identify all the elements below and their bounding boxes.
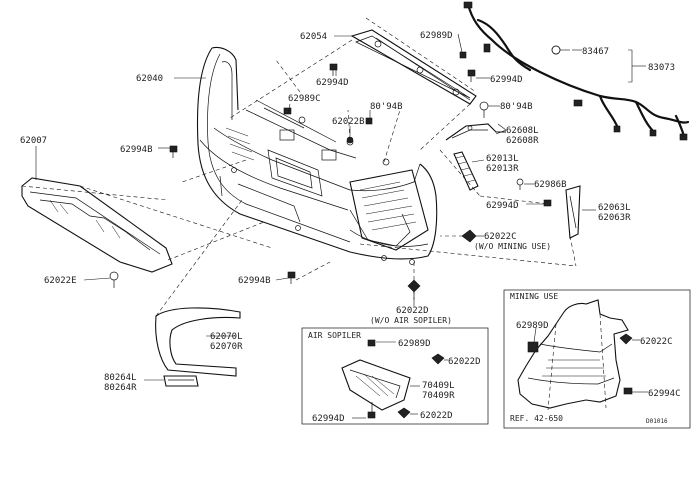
label-80264r: 80264R: [104, 383, 137, 393]
bracket-62608: [445, 123, 506, 141]
part-labels: 62054 62989D 83467 83073 62040 62994D 62…: [20, 31, 681, 425]
clip-62994b-a: [169, 145, 178, 158]
wiring-harness: [463, 1, 690, 141]
clip-62994d-c: [543, 199, 552, 207]
label-83467: 83467: [582, 47, 609, 57]
label-62007: 62007: [20, 136, 47, 146]
clip-62022d: [407, 279, 421, 298]
clip-62994d-b: [467, 69, 476, 82]
label-mining-62989d: 62989D: [516, 321, 549, 331]
side-panel: [565, 185, 581, 239]
leader-lines: [35, 33, 646, 381]
clip-62989c: [283, 107, 292, 115]
label-62994b-a: 62994B: [120, 145, 153, 155]
clip-80194b-a: [365, 117, 373, 125]
air-spoiler-title: AIR SOPILER: [308, 331, 361, 340]
label-62054: 62054: [300, 32, 327, 42]
reinforcement-bar: [229, 17, 477, 151]
label-62994d-a: 62994D: [316, 78, 349, 88]
drawing-number: D01016: [646, 418, 668, 425]
label-wo-air-spoiler: (W/O AIR SOPILER): [370, 316, 452, 325]
label-wo-mining: (W/O MINING USE): [474, 242, 551, 251]
corner-moulding: [155, 199, 243, 377]
label-62022d: 62022D: [396, 306, 429, 316]
label-62022e: 62022E: [44, 276, 77, 286]
label-air-70409l: 70409L: [422, 381, 455, 391]
bumper-bracket: [453, 151, 479, 191]
label-62994d-b: 62994D: [490, 75, 523, 85]
fasteners: [109, 45, 561, 298]
label-air-62022d-b: 62022D: [420, 411, 453, 421]
label-62013r: 62013R: [486, 164, 519, 174]
clip-62986b: [516, 178, 524, 190]
reflector: [163, 375, 199, 387]
clip-62022c: [461, 229, 477, 243]
clip-83467: [551, 45, 561, 55]
label-62070l: 62070L: [210, 332, 243, 342]
mining-use-box: [503, 289, 691, 429]
label-62063r: 62063R: [598, 213, 631, 223]
label-62608r: 62608R: [506, 136, 539, 146]
mining-use-title: MINING USE: [510, 292, 558, 301]
label-62989d-top: 62989D: [420, 31, 453, 41]
under-cover: [21, 177, 273, 273]
clip-62022e: [109, 271, 119, 288]
label-62070r: 62070R: [210, 342, 243, 352]
label-air-70409r: 70409R: [422, 391, 455, 401]
bumper-face: [196, 46, 438, 265]
label-62013l: 62013L: [486, 154, 519, 164]
label-62063l: 62063L: [598, 203, 631, 213]
clip-62994b-b: [287, 271, 296, 284]
label-83073: 83073: [648, 63, 675, 73]
label-62040: 62040: [136, 74, 163, 84]
clip-62022b: [346, 136, 354, 144]
label-62022b: 62022B: [332, 117, 365, 127]
label-62994b-b: 62994B: [238, 276, 271, 286]
label-mining-62022c: 62022C: [640, 337, 673, 347]
label-62986b: 62986B: [534, 180, 567, 190]
label-62994d-c: 62994D: [486, 201, 519, 211]
blank-band: [0, 428, 699, 504]
clip-62989d-top: [459, 51, 467, 59]
label-62022c: 62022C: [484, 232, 517, 242]
label-air-62022d-a: 62022D: [448, 357, 481, 367]
label-80194b-a: 80'94B: [370, 102, 403, 112]
label-80264l: 80264L: [104, 373, 137, 383]
clip-62994d-a: [329, 63, 338, 76]
label-mining-62994c: 62994C: [648, 389, 681, 399]
assembly-lines: [181, 59, 577, 300]
label-air-62994d: 62994D: [312, 414, 345, 424]
label-62608l: 62608L: [506, 126, 539, 136]
air-spoiler-box: [301, 327, 489, 425]
label-air-62989d: 62989D: [398, 339, 431, 349]
label-62989c: 62989C: [288, 94, 321, 104]
clip-80194b-b: [479, 101, 489, 118]
label-mining-ref: REF. 42-650: [510, 414, 563, 423]
label-80194b-b: 80'94B: [500, 102, 533, 112]
